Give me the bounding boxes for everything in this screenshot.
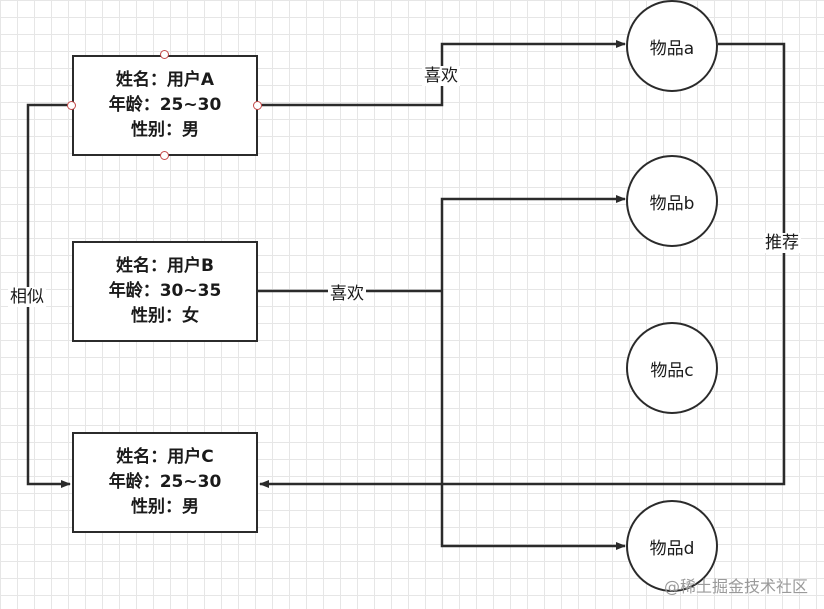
user-b-box[interactable]: 姓名：用户B 年龄：30~35 性别：女 [72,241,258,342]
item-a-label: 物品a [649,38,695,59]
connection-point-right[interactable] [253,101,262,110]
user-a-box[interactable]: 姓名：用户A 年龄：25~30 性别：男 [72,55,258,156]
item-c-label: 物品c [650,360,694,381]
user-a-name: 姓名：用户A [115,70,215,90]
user-b-age: 年龄：30~35 [108,281,222,301]
user-c-name: 姓名：用户C [116,447,214,467]
user-a-age: 年龄：25~30 [108,95,222,115]
edge-like-user-b-item-b [440,195,626,291]
item-b-node[interactable]: 物品b [626,155,718,247]
user-a-gender: 性别：男 [131,120,199,140]
connection-point-left[interactable] [67,101,76,110]
item-c-node[interactable]: 物品c [626,322,718,414]
edge-like-user-b-item-d [440,291,626,550]
connection-point-top[interactable] [160,50,169,59]
user-b-name: 姓名：用户B [116,256,214,276]
user-c-box[interactable]: 姓名：用户C 年龄：25~30 性别：男 [72,432,258,533]
user-c-gender: 性别：男 [131,497,199,517]
item-b-label: 物品b [649,193,695,214]
user-c-age: 年龄：25~30 [108,472,222,492]
edge-label-recommend: 推荐 [763,233,801,253]
item-a-node[interactable]: 物品a [626,0,718,92]
item-d-label: 物品d [649,538,695,559]
item-d-node[interactable]: 物品d [626,500,718,592]
edge-label-like-b: 喜欢 [328,284,366,304]
edge-recommend-item-a-user-c [259,42,786,488]
user-b-gender: 性别：女 [131,306,199,326]
connection-point-bottom[interactable] [160,151,169,160]
watermark: @稀土掘金技术社区 [663,577,808,596]
edge-label-similar: 相似 [8,287,46,307]
edge-label-like-a: 喜欢 [422,66,460,86]
